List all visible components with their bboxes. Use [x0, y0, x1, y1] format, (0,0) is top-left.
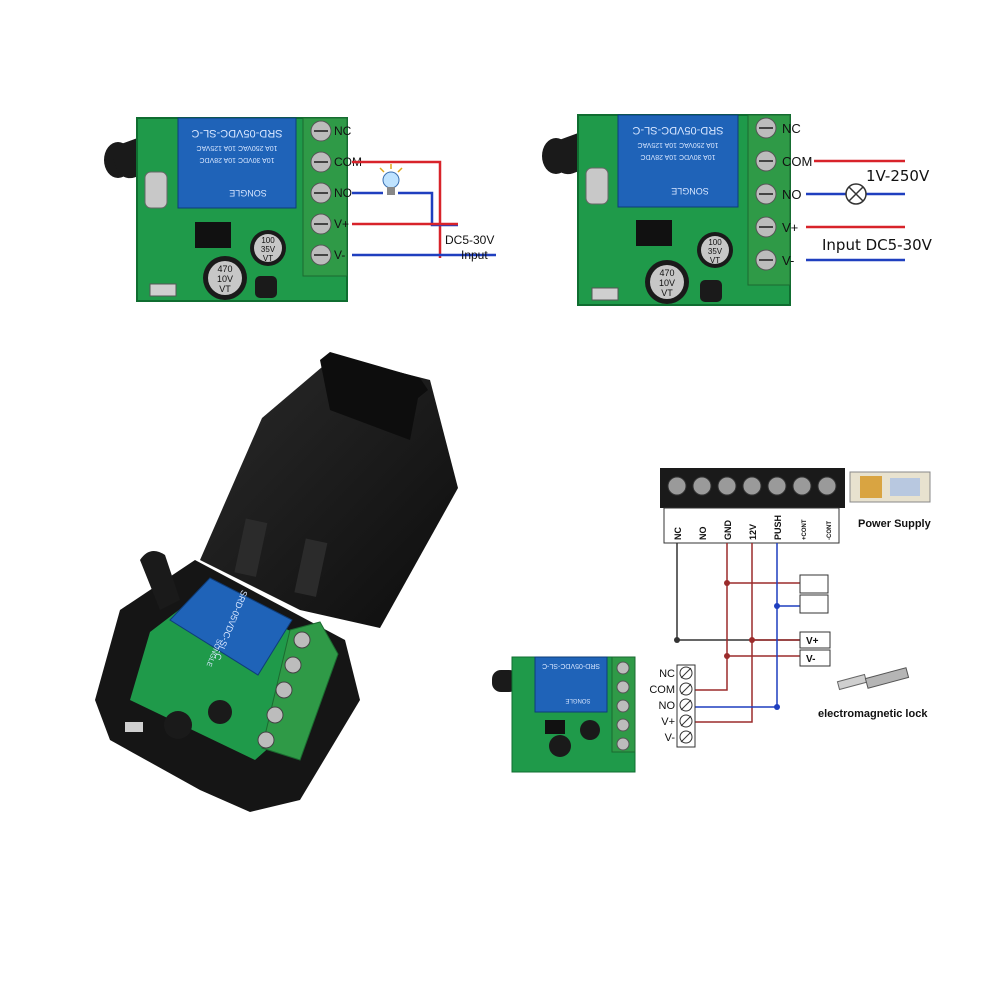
terminal-label: NC — [782, 121, 801, 136]
svg-text:10V: 10V — [659, 278, 675, 288]
input-label: Input — [461, 248, 488, 262]
svg-text:35V: 35V — [261, 245, 276, 254]
svg-text:NC: NC — [659, 668, 675, 680]
learn-button — [591, 287, 619, 301]
terminal-label: COM — [334, 155, 362, 169]
supply-terminal-box — [799, 649, 831, 667]
wires — [806, 159, 905, 262]
supply-terminal-box — [799, 631, 831, 649]
terminal-block — [261, 621, 339, 761]
svg-text:VT: VT — [219, 284, 231, 294]
lock-label: electromagnetic lock — [818, 708, 928, 720]
svg-text:V-: V- — [665, 732, 676, 744]
light-bulb-icon — [379, 164, 403, 195]
capacitor-large — [164, 711, 192, 739]
input-voltage-label: Input DC5-30V — [822, 236, 933, 254]
capacitor-large: 470 10V VT — [645, 260, 689, 304]
svg-text:-CONT: -CONT — [827, 521, 833, 540]
terminal-screws — [755, 117, 777, 271]
relay: SRD-05VDC-SL-C 10A 250VAC 10A 125VAC 10A… — [177, 117, 297, 209]
svg-text:100: 100 — [261, 236, 275, 245]
terminal-label: NO — [334, 186, 352, 200]
capacitor-small: 100 35V VT — [697, 232, 733, 268]
terminal-label: COM — [782, 154, 812, 169]
terminal-label: V- — [334, 248, 345, 262]
svg-text:35V: 35V — [708, 247, 723, 256]
inductor — [700, 280, 722, 302]
relay: SRD-05VDC-SL-C SONGLE — [169, 577, 293, 676]
relay-rating-label: 10A 30VDC 10A 28VDC — [199, 156, 274, 163]
access-control-diagram: NC NO GND 12V PUSH +CONT -CONT Power Sup… — [492, 468, 932, 773]
learn-button — [149, 283, 177, 297]
svg-text:PUSH: PUSH — [773, 515, 783, 540]
relay-brand-label: SONGLE — [229, 188, 267, 198]
learn-button — [125, 722, 143, 732]
terminal-label: V+ — [334, 217, 349, 231]
svg-text:+CONT: +CONT — [802, 519, 808, 540]
electromagnetic-lock-icon — [836, 667, 910, 691]
supply-label: DC5-30V — [445, 233, 494, 247]
svg-text:470: 470 — [217, 264, 232, 274]
power-supply-icon — [849, 471, 931, 503]
svg-text:COM: COM — [649, 684, 675, 696]
terminal-label: V+ — [782, 220, 798, 235]
supply-terminal-label: V+ — [806, 636, 819, 647]
svg-text:10V: 10V — [217, 274, 233, 284]
exit-button-box — [799, 574, 829, 594]
module-terminal-icons — [679, 666, 693, 744]
junction-dots — [674, 580, 780, 710]
exit-button-box — [799, 594, 829, 614]
controller-terminal-labels: NC NO GND 12V PUSH +CONT -CONT — [673, 515, 833, 540]
svg-text:VT: VT — [710, 256, 720, 265]
svg-text:VT: VT — [661, 288, 673, 298]
relay-module-small: SRD-05VDC-SL-C SONGLE — [492, 656, 636, 773]
wires — [352, 160, 496, 258]
terminal-label: NC — [334, 124, 352, 138]
svg-text:12V: 12V — [748, 524, 758, 540]
svg-text:100: 100 — [708, 238, 722, 247]
load-voltage-label: 1V-250V — [866, 167, 930, 185]
capacitor-small — [208, 700, 232, 724]
capacitor-large: 470 10V VT — [203, 256, 247, 300]
crystal-oscillator — [585, 167, 609, 205]
svg-text:GND: GND — [723, 520, 733, 541]
antenna-icon — [140, 551, 180, 610]
svg-text:V+: V+ — [661, 716, 675, 728]
relay-brand-label: SONGLE — [671, 186, 709, 196]
terminal-screws — [257, 631, 311, 749]
relay-brand-label: SONGLE — [565, 697, 590, 703]
relay-rating-label: 10A 30VDC 10A 28VDC — [640, 153, 715, 160]
supply-terminal-label: V- — [806, 654, 815, 665]
terminal-label: NO — [782, 187, 802, 202]
controller-screws — [667, 476, 837, 496]
svg-text:VT: VT — [263, 254, 273, 263]
terminal-label: V- — [782, 253, 794, 268]
relay-model-label: SRD-05VDC-SL-C — [191, 127, 282, 139]
svg-text:NO: NO — [659, 700, 676, 712]
ic-chip — [195, 222, 231, 248]
relay-rating-label: 10A 250VAC 10A 125VAC — [196, 144, 277, 151]
ic-chip — [636, 220, 672, 246]
svg-text:NO: NO — [698, 527, 708, 541]
power-supply-label: Power Supply — [858, 518, 932, 530]
relay: SRD-05VDC-SL-C 10A 250VAC 10A 125VAC 10A… — [617, 114, 739, 208]
module-terminal-labels: NC COM NO V+ V- — [649, 668, 675, 744]
wiring-diagram-2: SRD-05VDC-SL-C 10A 250VAC 10A 125VAC 10A… — [542, 114, 933, 306]
terminal-screws — [310, 120, 332, 266]
svg-text:470: 470 — [659, 268, 674, 278]
inductor — [255, 276, 277, 298]
enclosure-photo: SRD-05VDC-SL-C SONGLE — [95, 352, 458, 812]
svg-text:NC: NC — [673, 527, 683, 540]
wiring-diagram-1: SRD-05VDC-SL-C 10A 250VAC 10A 125VAC 10A… — [104, 117, 496, 302]
relay-rating-label: 10A 250VAC 10A 125VAC — [637, 141, 718, 148]
crystal-oscillator — [144, 171, 168, 209]
lamp-icon — [845, 183, 867, 205]
capacitor-small: 100 35V VT — [250, 230, 286, 266]
relay-model-label: SRD-05VDC-SL-C — [542, 662, 600, 669]
controller-label-strip — [663, 507, 840, 544]
relay-model-label: SRD-05VDC-SL-C — [632, 124, 723, 136]
